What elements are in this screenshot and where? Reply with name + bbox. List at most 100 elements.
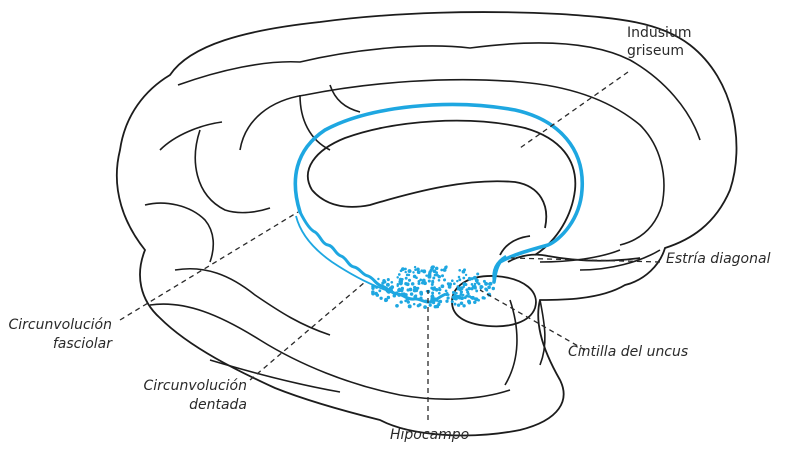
hippocampus-dot [414,266,416,268]
hemisphere-outline [117,12,737,435]
hippocampus-dot [371,284,375,288]
hippocampus-dot [428,270,431,273]
hippocampus-dot [431,292,434,295]
hippocampus-dot [425,274,427,276]
label-hipocampo: Hipocampo [390,427,469,444]
hippocampus-dot [387,278,390,281]
hippocampus-dot [386,283,390,287]
hippocampus-dot [445,290,448,293]
hippocampus-dot [400,282,403,285]
hippocampus-dot [468,287,471,290]
hippocampus-dot [408,304,412,308]
hippocampus-dot [390,281,393,284]
hippocampus-dot [451,279,454,282]
hippocampus-dot [456,280,458,282]
hippocampus-dot [445,265,448,268]
hippocampus-dot [451,300,454,303]
hippocampus-dot [413,303,416,306]
hippocampus-dot [412,271,414,273]
label-dentada-line1: Circunvolución [143,377,247,396]
hippocampus-dot [398,288,400,290]
hippocampus-dot [452,295,455,298]
hippocampus-dot [404,268,407,271]
hippocampus-dot [458,276,461,279]
hippocampus-dot [452,291,455,294]
hippocampus-dot [418,303,421,306]
hippocampus-dot [404,300,407,303]
corpus-callosum-outline [308,121,640,262]
hippocampus-dot [401,293,405,297]
hippocampus-dot [422,269,426,273]
hippocampus-dot [477,299,480,302]
hippocampus-dot [476,272,479,275]
hippocampus-dot [437,303,440,306]
hippocampus-dot [453,282,456,285]
hippocampus-dot [419,279,422,282]
hippocampus-dot [457,304,460,307]
hippocampus-dot [475,289,478,292]
hippocampus-dot [467,293,470,296]
hippocampus-dot [420,292,424,296]
hippocampus-dot [425,299,428,302]
hippocampus-dot [443,268,447,272]
hippocampus-dot [460,302,464,306]
hippocampus-dot [438,275,441,278]
hippocampus-dot [397,293,401,297]
hippocampus-dot [413,275,417,279]
hippocampus-dot [467,295,469,297]
hippocampus-dot [438,287,440,289]
label-indusium-griseum: Indusium griseum [627,24,691,60]
hippocampus-dot [486,289,488,291]
hippocampus-dot [406,282,410,286]
hippocampus-dot [488,283,491,286]
hippocampus-dot [390,285,394,289]
hippocampus-dot [454,303,457,306]
hippocampus-dot [492,287,495,290]
hippocampus-dot [431,265,435,269]
hippocampus-dot [470,287,473,290]
hippocampus-dot [430,287,433,290]
hippocampus-dot [428,279,431,282]
hippocampus-dot [377,278,379,280]
hippocampus-dot [411,282,415,286]
hippocampus-dot [405,277,408,280]
hippocampus-dot [462,270,466,274]
hippocampus-dot [381,281,384,284]
hippocampus-dot [423,281,427,285]
hippocampus-dot [384,298,387,301]
hippocampus-dot [484,282,488,286]
hippocampus-dot [475,279,479,283]
hippocampus-dot [395,304,399,308]
hippocampus-dot [459,288,462,291]
hippocampus-dot [410,292,413,295]
hippocampus-dot [447,296,450,299]
hippocampus-dot [387,296,390,299]
hippocampus-dot [468,277,471,280]
hippocampus-dot [462,282,466,286]
label-indusium-line2: griseum [627,42,691,60]
hippocampus-dot [375,292,378,295]
label-dentada-line2: dentada [143,396,247,415]
hippocampus-dot [434,274,437,277]
hippocampus-dot [431,280,434,283]
hippocampus-dot [408,269,412,273]
hippocampus-dot [465,274,467,276]
hippocampus-dot [419,296,422,299]
leader-fasciolar [120,212,298,320]
hippocampus-dot [379,297,382,300]
hippocampus-dot [458,269,461,272]
label-estria-diagonal: Estría diagonal [666,251,770,268]
hippocampus-dot [480,287,483,290]
hippocampus-dot [398,273,401,276]
hippocampus-dot [430,295,433,298]
label-indusium-line1: Indusium [627,24,691,42]
hippocampus-dot [423,305,427,309]
hippocampus-dot [371,290,375,294]
hippocampus-dot [415,287,418,290]
hippocampus-dot [404,271,406,273]
hippocampus-dot [417,282,420,285]
hippocampus-dot [441,274,444,277]
hippocampus-dot [400,300,403,303]
hippocampus-dot [386,289,389,292]
